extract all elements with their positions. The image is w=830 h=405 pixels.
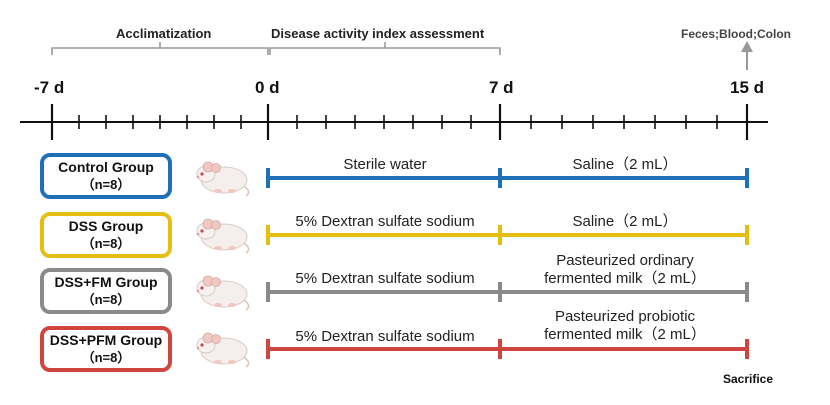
- group-n: （n=8）: [81, 236, 131, 251]
- timeline-ticks: [50, 104, 749, 140]
- assessment-brace: [269, 42, 501, 55]
- acclimatization-label: Acclimatization: [116, 26, 212, 41]
- group-name: DSS Group: [68, 218, 144, 234]
- dss-fm-phase2-line1: Pasteurized ordinary: [556, 252, 694, 269]
- dss-fm-phase2-line2: fermented milk（2 mL）: [544, 270, 706, 287]
- dss-pfm-phase2-line1: Pasteurized probiotic: [554, 308, 696, 325]
- group-timelines: [266, 168, 749, 359]
- mouse-icon: [196, 332, 250, 368]
- group-name: DSS+FM Group: [54, 274, 158, 290]
- group-box-control: Control Group （n=8）: [40, 153, 172, 199]
- day-7-label: 7 d: [489, 78, 514, 97]
- control-phase1-label: Sterile water: [343, 156, 427, 173]
- dss-pfm-phase2-line2: fermented milk（2 mL）: [544, 326, 706, 343]
- dss-phase2-label: Saline（2 mL）: [572, 213, 678, 230]
- dss-fm-phase1-label: 5% Dextran sulfate sodium: [295, 270, 475, 287]
- mouse-icon: [196, 218, 250, 254]
- day-minus-7-label: -7 d: [34, 78, 65, 97]
- group-box-dss-fm: DSS+FM Group （n=8）: [40, 268, 172, 314]
- day-0-label: 0 d: [255, 78, 280, 97]
- outcome-label: Feces;Blood;Colon: [681, 27, 791, 41]
- dss-phase1-label: 5% Dextran sulfate sodium: [295, 213, 475, 230]
- assessment-label: Disease activity index assessment: [271, 26, 485, 41]
- group-name: Control Group: [58, 159, 154, 175]
- group-box-dss: DSS Group （n=8）: [40, 212, 172, 258]
- outcome-arrow-head: [741, 41, 753, 52]
- mouse-icon: [196, 275, 250, 311]
- dss-pfm-phase1-label: 5% Dextran sulfate sodium: [295, 328, 475, 345]
- acclimatization-brace: [51, 42, 269, 55]
- sacrifice-label: Sacrifice: [723, 372, 774, 386]
- control-phase2-label: Saline（2 mL）: [572, 156, 678, 173]
- group-n: （n=8）: [81, 350, 131, 365]
- group-n: （n=8）: [81, 177, 131, 192]
- mouse-icon: [196, 161, 250, 197]
- group-name: DSS+PFM Group: [49, 332, 163, 348]
- mouse-icons: [196, 161, 250, 368]
- group-n: （n=8）: [81, 292, 131, 307]
- day-15-label: 15 d: [730, 78, 765, 97]
- group-box-dss-pfm: DSS+PFM Group （n=8）: [40, 326, 172, 372]
